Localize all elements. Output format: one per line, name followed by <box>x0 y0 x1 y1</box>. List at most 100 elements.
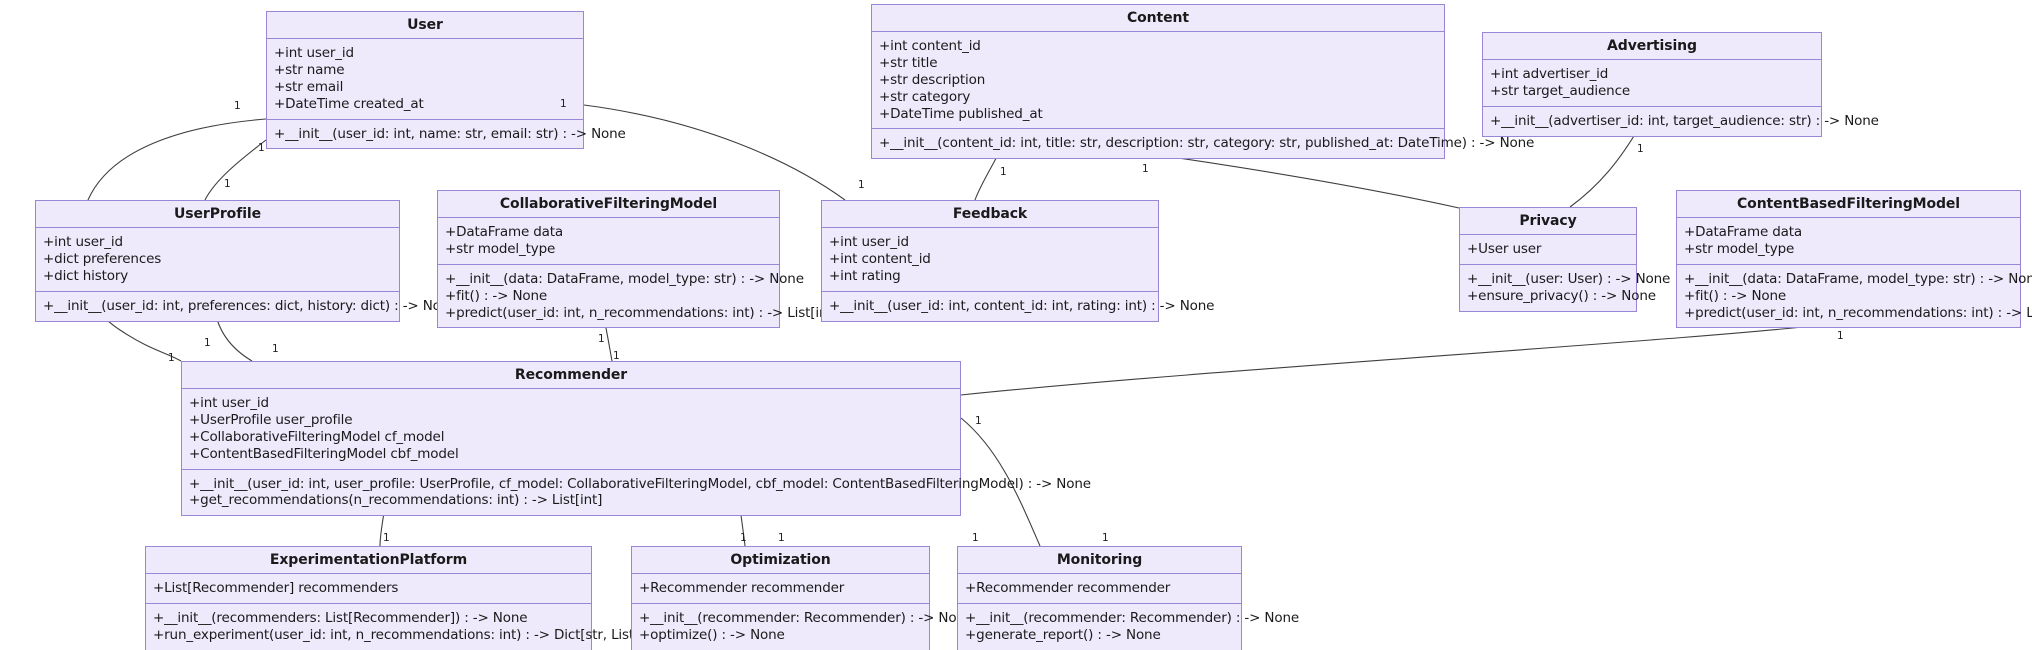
multiplicity-label: 1 <box>1142 163 1149 175</box>
uml-attributes-recommender: +int user_id+UserProfile user_profile+Co… <box>182 389 960 470</box>
association-edge-cfmodel-recommender <box>604 322 613 362</box>
uml-attribute: +str model_type <box>445 240 556 257</box>
uml-class-name-monitoring: Monitoring <box>958 547 1241 575</box>
multiplicity-label: 1 <box>740 532 747 544</box>
uml-attribute: +int user_id <box>189 395 269 412</box>
uml-class-name-advertising: Advertising <box>1483 33 1821 61</box>
multiplicity-label: 1 <box>778 532 785 544</box>
uml-attribute: +int advertiser_id <box>1490 66 1609 83</box>
uml-attribute: +int content_id <box>879 38 981 55</box>
uml-attribute: +str target_audience <box>1490 82 1631 99</box>
uml-method: +run_experiment(user_id: int, n_recommen… <box>153 626 667 643</box>
uml-class-name-cfmodel: CollaborativeFilteringModel <box>438 191 779 219</box>
multiplicity-label: 1 <box>560 98 567 110</box>
uml-attribute: +str title <box>879 54 938 71</box>
uml-attributes-user: +int user_id+str name+str email+DateTime… <box>267 39 583 120</box>
uml-class-cbfmodel[interactable]: ContentBasedFilteringModel +DataFrame dat… <box>1676 190 2032 329</box>
uml-class-userprofile[interactable]: UserProfile+int user_id+dict preferences… <box>35 200 458 322</box>
uml-methods-userprofile: +__init__(user_id: int, preferences: dic… <box>36 292 458 321</box>
multiplicity-label: 1 <box>1102 532 1109 544</box>
uml-method: +predict(user_id: int, n_recommendations… <box>445 304 838 321</box>
uml-class-user[interactable]: User+int user_id+str name+str email+Date… <box>266 11 626 150</box>
uml-method: +fit() : -> None <box>445 287 548 304</box>
uml-method: +predict(user_id: int, n_recommendations… <box>1684 304 2032 321</box>
uml-class-name-feedback: Feedback <box>822 201 1158 229</box>
uml-class-advertising[interactable]: Advertising+int advertiser_id+str target… <box>1482 32 1879 137</box>
uml-method: +__init__(user_id: int, preferences: dic… <box>43 297 458 314</box>
uml-attribute: +str category <box>879 88 971 105</box>
multiplicity-label: 1 <box>858 179 865 191</box>
uml-method: +__init__(user_id: int, user_profile: Us… <box>189 475 1091 492</box>
uml-attributes-monitoring: +Recommender recommender <box>958 574 1241 604</box>
uml-class-cfmodel[interactable]: CollaborativeFilteringModel+DataFrame da… <box>437 190 838 329</box>
uml-class-name-content: Content <box>872 5 1444 33</box>
uml-attribute: +Recommender recommender <box>639 580 845 597</box>
association-edge-cbfmodel-recommender <box>960 322 1841 396</box>
uml-class-feedback[interactable]: Feedback+int user_id+int content_id+int … <box>821 200 1214 322</box>
uml-class-optimization[interactable]: Optimization+Recommender recommender+__i… <box>631 546 974 650</box>
multiplicity-label: 1 <box>1637 143 1644 155</box>
uml-method: +optimize() : -> None <box>639 626 785 643</box>
uml-method: +ensure_privacy() : -> None <box>1467 287 1656 304</box>
uml-methods-recommender: +__init__(user_id: int, user_profile: Us… <box>182 470 1091 516</box>
uml-attribute: +List[Recommender] recommenders <box>153 580 399 597</box>
multiplicity-label: 1 <box>204 337 211 349</box>
multiplicity-label: 1 <box>613 350 620 362</box>
uml-attribute: +CollaborativeFilteringModel cf_model <box>189 428 445 445</box>
uml-method: +generate_report() : -> None <box>965 626 1161 643</box>
uml-attribute: +User user <box>1467 241 1542 258</box>
uml-method: +__init__(data: DataFrame, model_type: s… <box>445 270 804 287</box>
uml-methods-monitoring: +__init__(recommender: Recommender) : ->… <box>958 604 1300 650</box>
uml-methods-user: +__init__(user_id: int, name: str, email… <box>267 120 626 149</box>
uml-attribute: +DataFrame data <box>1684 224 1803 241</box>
uml-attribute: +int user_id <box>274 45 354 62</box>
uml-attributes-advertising: +int advertiser_id+str target_audience <box>1483 60 1821 107</box>
uml-methods-cbfmodel: +__init__(data: DataFrame, model_type: s… <box>1677 265 2032 328</box>
uml-methods-cfmodel: +__init__(data: DataFrame, model_type: s… <box>438 265 838 328</box>
uml-method: +__init__(data: DataFrame, model_type: s… <box>1684 270 2032 287</box>
association-edge-user-feedback <box>583 104 846 201</box>
uml-attributes-userprofile: +int user_id+dict preferences+dict histo… <box>36 228 399 292</box>
multiplicity-label: 1 <box>258 142 265 154</box>
uml-methods-content: +__init__(content_id: int, title: str, d… <box>872 129 1534 158</box>
uml-class-recommender[interactable]: Recommender+int user_id+UserProfile user… <box>181 361 1091 517</box>
uml-attribute: +dict history <box>43 267 129 284</box>
uml-class-name-privacy: Privacy <box>1460 208 1636 236</box>
uml-attributes-feedback: +int user_id+int content_id+int rating <box>822 228 1158 292</box>
association-edge-user-recommender <box>204 139 267 201</box>
uml-method: +__init__(advertiser_id: int, target_aud… <box>1490 112 1879 129</box>
uml-method: +__init__(user_id: int, name: str, email… <box>274 125 626 142</box>
multiplicity-label: 1 <box>972 532 979 544</box>
uml-class-experimentation[interactable]: ExperimentationPlatform+List[Recommender… <box>145 546 667 650</box>
uml-class-name-cbfmodel: ContentBasedFilteringModel <box>1677 191 2020 219</box>
uml-class-privacy[interactable]: Privacy +User user +__init__(user: User) :… <box>1459 207 1671 312</box>
uml-class-name-userprofile: UserProfile <box>36 201 399 229</box>
uml-method: +__init__(recommender: Recommender) : ->… <box>639 609 974 626</box>
uml-methods-feedback: +__init__(user_id: int, content_id: int,… <box>822 292 1214 321</box>
uml-class-name-user: User <box>267 12 583 40</box>
uml-attribute: +dict preferences <box>43 250 162 267</box>
uml-class-name-recommender: Recommender <box>182 362 960 390</box>
uml-attribute: +Recommender recommender <box>965 580 1171 597</box>
uml-method: +__init__(recommender: Recommender) : ->… <box>965 609 1300 626</box>
uml-attribute: +UserProfile user_profile <box>189 411 353 428</box>
uml-class-content[interactable]: Content+int content_id+str title+str des… <box>871 4 1534 160</box>
uml-attribute: +int content_id <box>829 250 931 267</box>
uml-class-monitoring[interactable]: Monitoring +Recommender recommender +__ini… <box>957 546 1300 650</box>
uml-methods-privacy: +__init__(user: User) : -> None+ensure_p… <box>1460 265 1671 311</box>
uml-method: +__init__(user: User) : -> None <box>1467 270 1671 287</box>
uml-attribute: +str model_type <box>1684 240 1795 257</box>
uml-attributes-cfmodel: +DataFrame data+str model_type <box>438 218 779 265</box>
uml-attribute: +ContentBasedFilteringModel cbf_model <box>189 445 459 462</box>
multiplicity-label: 1 <box>598 333 605 345</box>
uml-attributes-content: +int content_id+str title+str descriptio… <box>872 32 1444 130</box>
multiplicity-label: 1 <box>234 100 241 112</box>
multiplicity-label: 1 <box>1837 330 1844 342</box>
uml-method: +__init__(recommenders: List[Recommender… <box>153 609 528 626</box>
uml-methods-optimization: +__init__(recommender: Recommender) : ->… <box>632 604 974 650</box>
uml-methods-advertising: +__init__(advertiser_id: int, target_aud… <box>1483 107 1879 136</box>
multiplicity-label: 1 <box>383 532 390 544</box>
uml-attribute: +DataFrame data <box>445 224 564 241</box>
uml-attribute: +int rating <box>829 267 901 284</box>
multiplicity-label: 1 <box>168 352 175 364</box>
